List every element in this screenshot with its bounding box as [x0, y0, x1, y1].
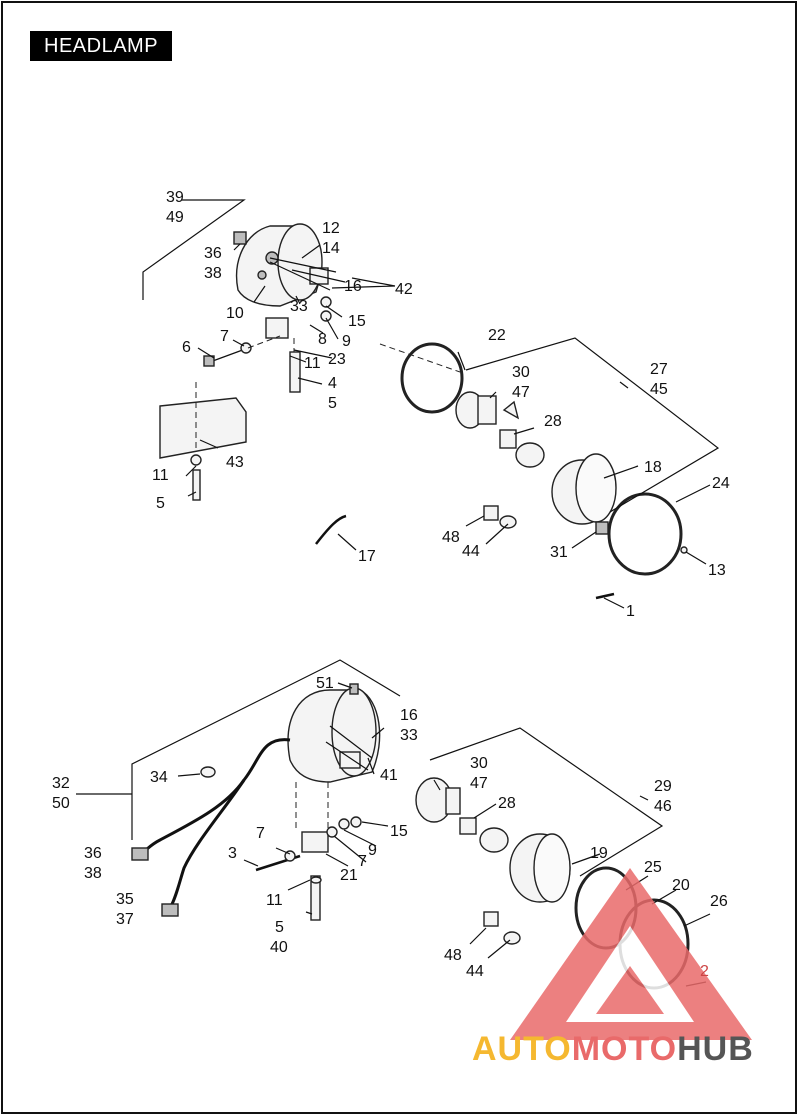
part-label: 44 — [466, 963, 484, 980]
part-label: 47 — [470, 775, 488, 792]
part-label: 36 — [84, 845, 102, 862]
part-label: 16 — [400, 707, 418, 724]
part-label: 48 — [442, 529, 460, 546]
part-label: 13 — [708, 562, 726, 579]
part-label: 20 — [672, 877, 690, 894]
part-label: 4 — [328, 375, 337, 392]
part-label: 9 — [368, 842, 377, 859]
part-label: 6 — [182, 339, 191, 356]
part-label: 21 — [340, 867, 358, 884]
upper-housing — [233, 223, 337, 307]
part-label: 2 — [700, 963, 709, 980]
part-label: 17 — [358, 548, 376, 565]
part-label: 46 — [654, 798, 672, 815]
part-label: 15 — [390, 823, 408, 840]
part-label: 47 — [512, 384, 530, 401]
part-label: 12 — [322, 220, 340, 237]
part-label: 18 — [644, 459, 662, 476]
lower-housing — [287, 683, 381, 783]
part-label: 11 — [152, 467, 169, 484]
part-label: 30 — [512, 364, 530, 381]
part-labels: 39 49 12 14 36 38 16 42 10 33 15 8 9 22 … — [52, 189, 730, 980]
watermark-part1: AUTO — [472, 1030, 572, 1068]
watermark-part3: HUB — [677, 1030, 754, 1068]
part-label: 22 — [488, 327, 506, 344]
part-label: 38 — [204, 265, 222, 282]
watermark-part2: MOTO — [571, 1030, 678, 1068]
part-label: 7 — [256, 825, 265, 842]
part-label: 43 — [226, 454, 244, 471]
leader-lines — [76, 199, 720, 987]
part-label: 28 — [544, 413, 562, 430]
part-label: 39 — [166, 189, 184, 206]
part-label: 50 — [52, 795, 70, 812]
part-label: 45 — [650, 381, 668, 398]
part-label: 32 — [52, 775, 70, 792]
part-label: 31 — [550, 544, 568, 561]
part-label: 26 — [710, 893, 728, 910]
part-label: 23 — [328, 351, 346, 368]
watermark-triangle — [510, 868, 752, 1040]
part-label: 14 — [322, 240, 340, 257]
bracket — [159, 397, 247, 459]
part-label: 7 — [358, 853, 367, 870]
part-label: 5 — [275, 919, 284, 936]
part-label: 36 — [204, 245, 222, 262]
part-label: 49 — [166, 209, 184, 226]
part-label: 1 — [626, 603, 635, 620]
part-label: 33 — [400, 727, 418, 744]
part-label: 19 — [590, 845, 608, 862]
part-label: 51 — [316, 675, 334, 692]
part-label: 10 — [226, 305, 244, 322]
part-label: 24 — [712, 475, 730, 492]
part-label: 3 — [228, 845, 237, 862]
part-label: 48 — [444, 947, 462, 964]
part-label: 33 — [290, 298, 308, 315]
part-label: 29 — [654, 778, 672, 795]
part-label: 15 — [348, 313, 366, 330]
part-label: 41 — [380, 767, 398, 784]
part-label: 11 — [304, 355, 321, 372]
part-label: 11 — [266, 892, 283, 909]
part-label: 27 — [650, 361, 668, 378]
part-label: 44 — [462, 543, 480, 560]
part-label: 30 — [470, 755, 488, 772]
part-label: 37 — [116, 911, 134, 928]
part-label: 9 — [342, 333, 351, 350]
part-label: 25 — [644, 859, 662, 876]
part-label: 34 — [150, 769, 168, 786]
part-label: 35 — [116, 891, 134, 908]
part-label: 38 — [84, 865, 102, 882]
part-label: 5 — [328, 395, 337, 412]
part-label: 16 — [344, 278, 362, 295]
watermark-logo: AUTOMOTOHUB — [472, 1030, 754, 1069]
part-label: 5 — [156, 495, 165, 512]
part-label: 28 — [498, 795, 516, 812]
page-title: HEADLAMP — [30, 31, 173, 61]
part-label: 40 — [270, 939, 288, 956]
part-label: 7 — [220, 328, 229, 345]
part-label: 42 — [395, 281, 413, 298]
part-label: 8 — [318, 331, 327, 348]
